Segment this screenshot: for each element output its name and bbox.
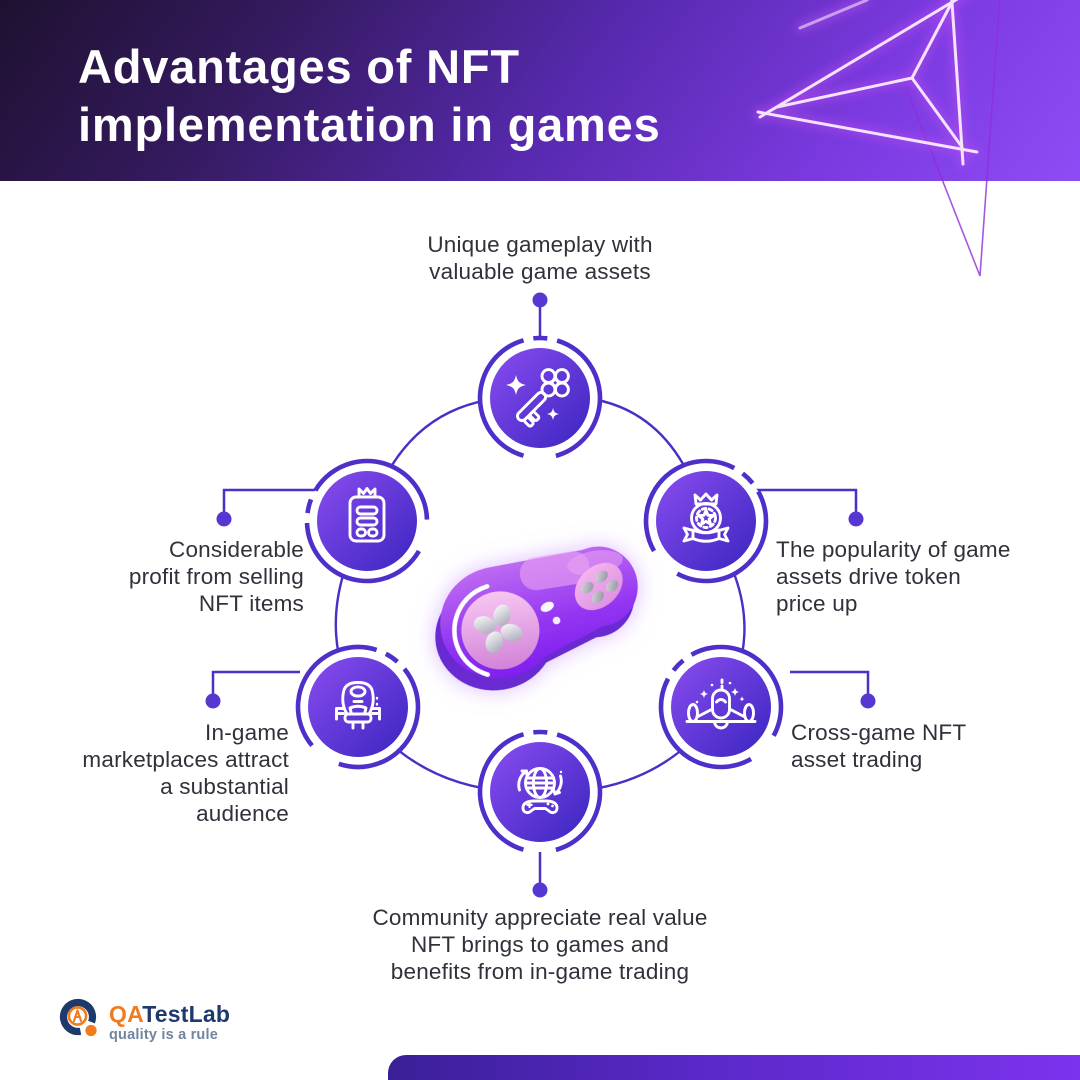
- label-unique-gameplay: Unique gameplay with valuable game asset…: [427, 232, 653, 284]
- node-token-popularity: [643, 458, 769, 584]
- node-nft-profit: [304, 458, 430, 584]
- node-community-value: [477, 729, 603, 855]
- logo-brand-text: QATestLab: [109, 1002, 230, 1026]
- qatestlab-logo-mark: [59, 998, 97, 1037]
- label-token-popularity: The popularity of game assets drive toke…: [776, 537, 1011, 616]
- gaming-chair-icon: [335, 681, 381, 730]
- label-community-value: Community appreciate real value NFT brin…: [372, 905, 708, 984]
- connector-dots: [205, 292, 876, 898]
- page-title: Advantages of NFT implementation in game…: [78, 40, 661, 151]
- node-ingame-marketplaces: [295, 644, 421, 770]
- node-unique-gameplay: [477, 335, 603, 461]
- logo-testlab-text: TestLab: [142, 1001, 231, 1027]
- label-ingame-marketplaces: In-game marketplaces attract a substanti…: [82, 720, 289, 826]
- globe-controller-icon: [517, 767, 563, 815]
- medal-icon: [682, 492, 730, 543]
- spaceship-icon: [685, 678, 757, 730]
- key-icon: [506, 368, 570, 428]
- logo-tagline: quality is a rule: [109, 1027, 218, 1043]
- footer-accent-bar: [388, 1055, 1080, 1080]
- qatestlab-logo: QATestLab quality is a rule: [57, 996, 230, 1043]
- game-controller-illustration: [435, 546, 638, 691]
- clipboard-icon: [348, 487, 386, 543]
- label-cross-game-trading: Cross-game NFT asset trading: [791, 720, 967, 772]
- connector-lines: [211, 307, 870, 883]
- node-cross-game-trading: [658, 644, 784, 770]
- label-nft-profit: Considerable profit from selling NFT ite…: [128, 537, 304, 616]
- logo-qa-text: QA: [109, 1001, 143, 1027]
